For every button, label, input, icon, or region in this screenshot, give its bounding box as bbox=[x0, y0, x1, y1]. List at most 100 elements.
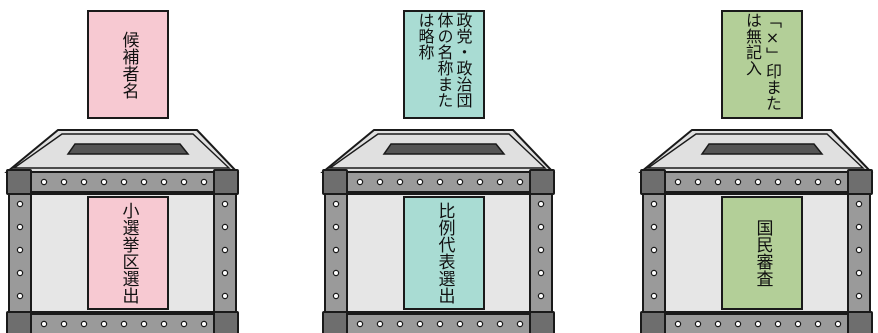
ballot-slot bbox=[382, 143, 506, 155]
rivet bbox=[496, 320, 504, 328]
box-lid-inner bbox=[327, 133, 547, 169]
box-label-text: 小選挙区選出 bbox=[118, 202, 139, 304]
corner-bracket bbox=[322, 169, 348, 195]
rivet bbox=[80, 320, 88, 328]
rivet bbox=[16, 223, 24, 231]
rivet bbox=[221, 269, 229, 277]
corner-bracket bbox=[6, 169, 32, 195]
rivet bbox=[650, 223, 658, 231]
corner-bracket bbox=[640, 311, 666, 333]
ballot-slot bbox=[700, 143, 824, 155]
rivet bbox=[416, 178, 424, 186]
rivet bbox=[674, 178, 682, 186]
rivet bbox=[376, 178, 384, 186]
rivet bbox=[332, 246, 340, 254]
rivet bbox=[537, 223, 545, 231]
ballot-text: 政党・政治団体の名称または略称 bbox=[415, 12, 473, 108]
rivet bbox=[160, 178, 168, 186]
rivet bbox=[120, 178, 128, 186]
ballot-paper-review: 「×」印または無記入 bbox=[721, 10, 803, 119]
rivet bbox=[855, 292, 863, 300]
rivet bbox=[476, 178, 484, 186]
ballot-box bbox=[320, 129, 556, 333]
rivet bbox=[16, 292, 24, 300]
rivet bbox=[160, 320, 168, 328]
rivet bbox=[376, 320, 384, 328]
rivet bbox=[396, 178, 404, 186]
ballot-paper-party: 政党・政治団体の名称または略称 bbox=[403, 10, 485, 119]
rivet bbox=[774, 320, 782, 328]
rivet bbox=[855, 246, 863, 254]
rivet bbox=[537, 269, 545, 277]
box-lid-inner bbox=[11, 133, 231, 169]
rivet bbox=[650, 269, 658, 277]
rivet bbox=[476, 320, 484, 328]
rivet bbox=[100, 178, 108, 186]
rivet bbox=[855, 223, 863, 231]
rivet bbox=[734, 178, 742, 186]
corner-bracket bbox=[6, 311, 32, 333]
rivet bbox=[16, 246, 24, 254]
rivet bbox=[650, 200, 658, 208]
rivet bbox=[436, 178, 444, 186]
rivet bbox=[416, 320, 424, 328]
rivet bbox=[456, 320, 464, 328]
rivet bbox=[456, 178, 464, 186]
rivet bbox=[221, 292, 229, 300]
corner-bracket bbox=[640, 169, 666, 195]
box-label-text: 国民審査 bbox=[752, 219, 773, 287]
corner-bracket bbox=[847, 311, 873, 333]
rivet bbox=[140, 320, 148, 328]
rivet bbox=[794, 178, 802, 186]
rivet bbox=[855, 200, 863, 208]
rivet bbox=[537, 246, 545, 254]
rivet bbox=[120, 320, 128, 328]
ballot-text: 候補者名 bbox=[118, 30, 139, 99]
rivet bbox=[814, 178, 822, 186]
ballot-paper-candidate: 候補者名 bbox=[87, 10, 169, 119]
rivet bbox=[436, 320, 444, 328]
rivet bbox=[180, 178, 188, 186]
label-proportional: 比例代表選出 bbox=[403, 196, 485, 310]
rivet bbox=[200, 320, 208, 328]
ballot-slot bbox=[66, 143, 190, 155]
rivet bbox=[100, 320, 108, 328]
corner-bracket bbox=[213, 311, 239, 333]
rivet bbox=[332, 292, 340, 300]
rivet bbox=[714, 320, 722, 328]
rivet bbox=[356, 178, 364, 186]
box-label-text: 比例代表選出 bbox=[434, 202, 455, 304]
rivet bbox=[754, 178, 762, 186]
rivet bbox=[356, 320, 364, 328]
rivet bbox=[674, 320, 682, 328]
box-lid-inner bbox=[645, 133, 865, 169]
rivet bbox=[650, 246, 658, 254]
rivet bbox=[714, 178, 722, 186]
rivet bbox=[16, 200, 24, 208]
rivet bbox=[40, 320, 48, 328]
rivet bbox=[40, 178, 48, 186]
rivet bbox=[774, 178, 782, 186]
rivet bbox=[60, 178, 68, 186]
rivet bbox=[180, 320, 188, 328]
rivet bbox=[496, 178, 504, 186]
label-single-member: 小選挙区選出 bbox=[87, 196, 169, 310]
rivet bbox=[16, 269, 24, 277]
rivet bbox=[855, 269, 863, 277]
rivet bbox=[516, 178, 524, 186]
corner-bracket bbox=[529, 169, 555, 195]
rivet bbox=[754, 320, 762, 328]
ballot-text: 「×」印または無記入 bbox=[743, 12, 782, 111]
corner-bracket bbox=[322, 311, 348, 333]
rivet bbox=[332, 269, 340, 277]
rivet bbox=[80, 178, 88, 186]
rivet bbox=[537, 200, 545, 208]
rivet bbox=[221, 200, 229, 208]
rivet bbox=[332, 200, 340, 208]
rivet bbox=[200, 178, 208, 186]
rivet bbox=[834, 178, 842, 186]
rivet bbox=[794, 320, 802, 328]
rivet bbox=[60, 320, 68, 328]
corner-bracket bbox=[847, 169, 873, 195]
